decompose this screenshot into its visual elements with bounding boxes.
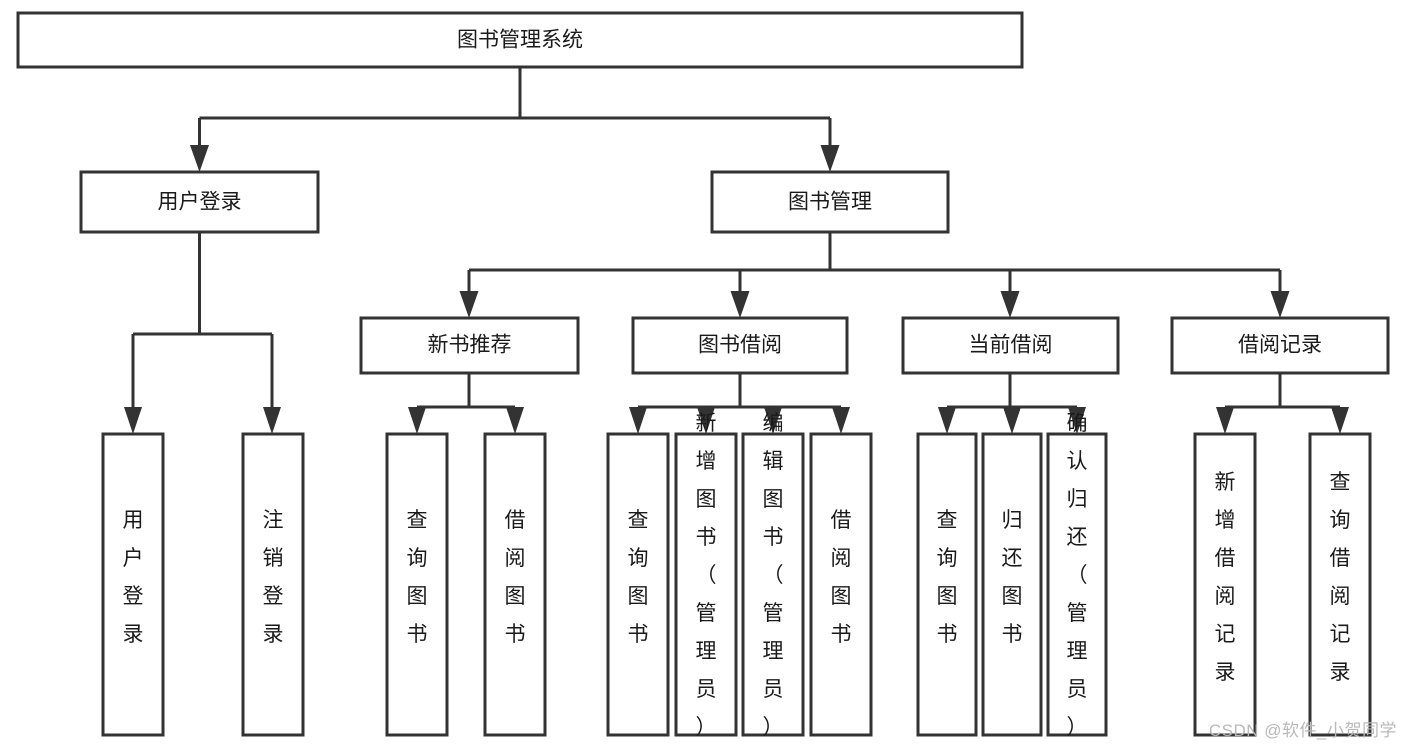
leaf-node-edit-book[interactable]: 编辑图书（管理员）	[741, 412, 805, 739]
leaf-node-add-record[interactable]: 新增借阅记录	[1193, 432, 1257, 737]
leaf-node-add-book[interactable]: 新增图书（管理员）	[674, 412, 738, 739]
connector-bookborrow-to-leaves	[629, 373, 850, 434]
node-root[interactable]: 图书管理系统	[16, 11, 1024, 69]
node-user-login-label: 用户登录	[158, 191, 242, 214]
node-borrow-record[interactable]: 借阅记录	[1170, 316, 1390, 375]
leaf-node-logout[interactable]: 注销登录	[241, 432, 305, 737]
leaf-node-borrow-book-2[interactable]: 借阅图书	[809, 432, 873, 737]
connector-bookmanage-to-level3	[459, 232, 1290, 318]
leaf-node-return-book-label: 归还图书	[1002, 509, 1023, 646]
node-user-login[interactable]: 用户登录	[79, 170, 320, 234]
node-book-manage-label: 图书管理	[788, 191, 872, 214]
connector-currentborrow-to-leaves	[938, 373, 1086, 434]
leaf-node-query-record-label: 查询借阅记录	[1330, 471, 1351, 684]
leaf-node-query-book-2-label: 查询图书	[628, 509, 649, 646]
leaf-node-edit-book-label: 编辑图书（管理员）	[763, 412, 784, 739]
leaf-node-query-book-1-label: 查询图书	[407, 509, 428, 646]
node-current-borrow[interactable]: 当前借阅	[901, 316, 1120, 375]
leaf-node-borrow-book-1[interactable]: 借阅图书	[483, 432, 547, 737]
leaf-node-query-record[interactable]: 查询借阅记录	[1308, 432, 1372, 737]
leaf-node-borrow-book-1-label: 借阅图书	[505, 509, 526, 646]
connector-borrowrecord-to-leaves	[1216, 373, 1349, 434]
node-new-book-recommend[interactable]: 新书推荐	[359, 316, 580, 375]
leaf-node-user-login-label: 用户登录	[123, 509, 144, 646]
node-current-borrow-label: 当前借阅	[969, 334, 1053, 357]
leaf-node-query-book-3-label: 查询图书	[937, 509, 958, 646]
node-new-book-recommend-label: 新书推荐	[428, 334, 512, 357]
leaf-node-confirm-return[interactable]: 确认归还（管理员）	[1046, 412, 1108, 739]
leaf-node-add-book-label: 新增图书（管理员）	[696, 412, 717, 739]
leaf-node-return-book[interactable]: 归还图书	[981, 432, 1043, 737]
leaf-node-add-record-label: 新增借阅记录	[1215, 471, 1236, 684]
node-root-label: 图书管理系统	[457, 29, 583, 52]
leaf-node-query-book-3[interactable]: 查询图书	[916, 432, 978, 737]
connector-userlogin-to-leaves	[124, 232, 281, 434]
leaf-node-confirm-return-label: 确认归还（管理员）	[1067, 412, 1088, 739]
leaf-node-user-login[interactable]: 用户登录	[101, 432, 165, 737]
leaf-node-query-book-2[interactable]: 查询图书	[606, 432, 670, 737]
leaf-node-query-book-1[interactable]: 查询图书	[385, 432, 449, 737]
node-book-borrow[interactable]: 图书借阅	[631, 316, 849, 375]
leaf-node-borrow-book-2-label: 借阅图书	[831, 509, 852, 646]
connector-newbook-to-leaves	[408, 373, 524, 434]
leaf-node-logout-label: 注销登录	[263, 509, 284, 646]
node-book-manage[interactable]: 图书管理	[710, 170, 950, 234]
connector-root-to-level2	[190, 67, 840, 172]
node-borrow-record-label: 借阅记录	[1238, 334, 1322, 357]
node-book-borrow-label: 图书借阅	[698, 334, 782, 357]
